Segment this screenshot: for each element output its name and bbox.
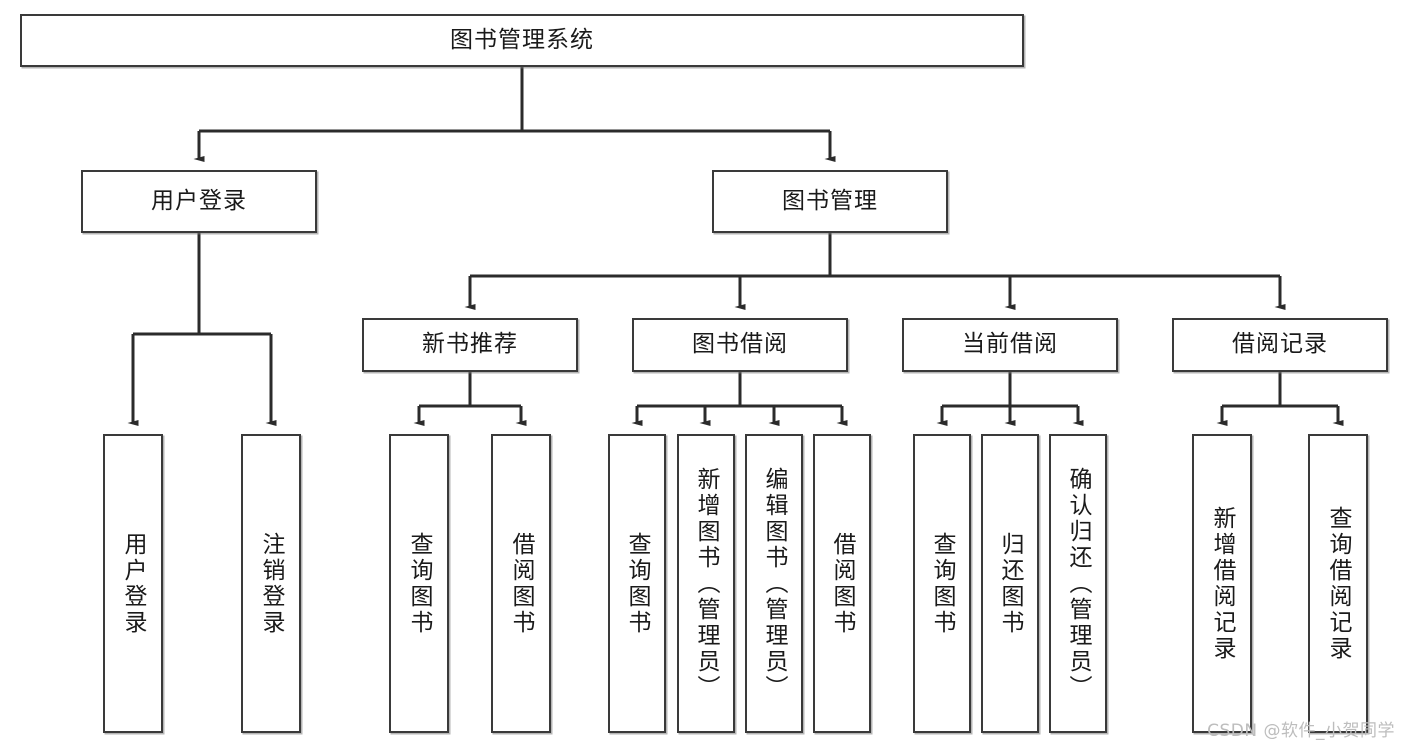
watermark-credit: CSDN @软件_小贺同学 <box>1207 721 1395 741</box>
node-book-borrow[interactable]: 图书借阅 <box>632 318 848 372</box>
node-user-login[interactable]: 用户登录 <box>81 170 317 233</box>
leaf-query-borrow-record[interactable]: 查询借阅记录 <box>1308 434 1368 733</box>
node-current-borrow[interactable]: 当前借阅 <box>902 318 1118 372</box>
leaf-logout[interactable]: 注销登录 <box>241 434 301 733</box>
node-book-management[interactable]: 图书管理 <box>712 170 948 233</box>
leaf-return-book[interactable]: 归还图书 <box>981 434 1039 733</box>
leaf-add-borrow-record[interactable]: 新增借阅记录 <box>1192 434 1252 733</box>
leaf-confirm-return-admin[interactable]: 确认归还（管理员） <box>1049 434 1107 733</box>
leaf-add-book-admin[interactable]: 新增图书（管理员） <box>677 434 735 733</box>
leaf-query-book-current[interactable]: 查询图书 <box>913 434 971 733</box>
leaf-query-book-borrow[interactable]: 查询图书 <box>608 434 666 733</box>
leaf-query-book-new[interactable]: 查询图书 <box>389 434 449 733</box>
leaf-borrow-book-new[interactable]: 借阅图书 <box>491 434 551 733</box>
leaf-edit-book-admin[interactable]: 编辑图书（管理员） <box>745 434 803 733</box>
leaf-user-login[interactable]: 用户登录 <box>103 434 163 733</box>
leaf-borrow-book[interactable]: 借阅图书 <box>813 434 871 733</box>
node-root-system[interactable]: 图书管理系统 <box>20 14 1024 67</box>
node-borrow-record[interactable]: 借阅记录 <box>1172 318 1388 372</box>
node-new-book-recommend[interactable]: 新书推荐 <box>362 318 578 372</box>
